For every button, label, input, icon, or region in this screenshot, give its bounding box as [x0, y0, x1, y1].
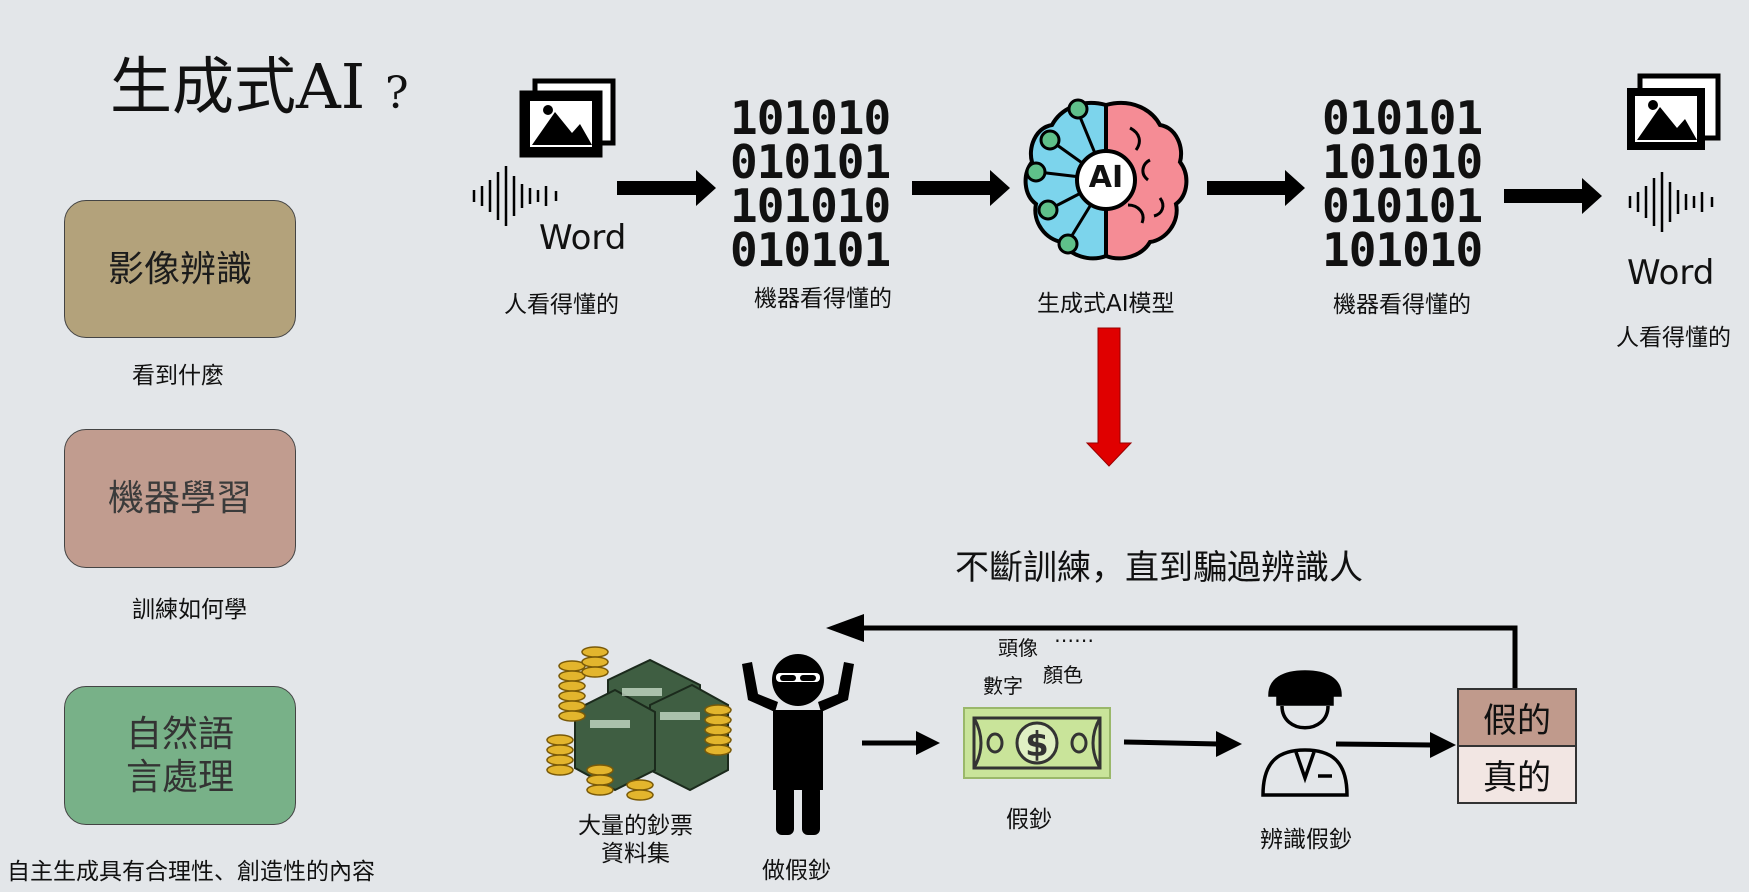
forger-label: 做假鈔 — [762, 858, 831, 884]
feature-color-label: 顏色 — [1043, 663, 1083, 687]
ai-badge-text: AI — [1088, 160, 1124, 195]
input-image-icon — [519, 78, 616, 158]
binary-input-label: 機器看得懂的 — [754, 286, 892, 312]
verdict-fake: 假的 — [1459, 690, 1575, 747]
nlp-box: 自然語言處理 — [64, 686, 296, 825]
input-word-label: Word — [539, 218, 627, 258]
dataset-label: 大量的鈔票 資料集 — [578, 813, 693, 867]
money-dataset-icon — [546, 646, 732, 801]
feature-portrait-label: 頭像 — [998, 636, 1038, 660]
arrow-model-to-binary — [1207, 170, 1305, 206]
feedback-loop-arrow — [842, 625, 1518, 690]
svg-text:$: $ — [1025, 725, 1049, 765]
output-human-readable-label: 人看得懂的 — [1616, 325, 1731, 351]
page-title: 生成式AI ? — [110, 36, 409, 126]
image-recognition-note: 看到什麼 — [132, 363, 224, 389]
checker-officer-icon — [1261, 670, 1349, 797]
feedback-arrowhead — [826, 614, 864, 642]
arrow-checker-to-verdict — [1335, 741, 1433, 748]
arrowhead-bill-to-checker — [1216, 731, 1242, 757]
machine-learning-box: 機器學習 — [64, 429, 296, 568]
binary-output-block: 010101 101010 010101 101010 — [1322, 91, 1483, 277]
output-sound-wave-icon — [1628, 172, 1714, 232]
output-image-icon — [1627, 73, 1721, 150]
arrow-input-to-binary — [617, 170, 716, 206]
verdict-box: 假的 真的 — [1457, 688, 1577, 804]
forger-figure-icon — [742, 654, 854, 835]
binary-output-label: 機器看得懂的 — [1333, 292, 1471, 318]
title-text: 生成式AI — [110, 50, 366, 123]
output-word-label: Word — [1627, 253, 1715, 293]
input-sound-wave-icon — [472, 166, 558, 226]
feature-ellipsis-label: ⋯⋯ — [1054, 628, 1094, 652]
ai-model-label: 生成式AI模型 — [1037, 291, 1175, 317]
verdict-real: 真的 — [1459, 747, 1575, 802]
feature-digits-label: 數字 — [983, 674, 1023, 698]
training-heading: 不斷訓練，直到騙過辨識人 — [955, 548, 1363, 588]
title-question-mark: ? — [385, 68, 409, 119]
arrow-bill-to-checker — [1123, 739, 1219, 747]
ai-brain-icon — [1023, 98, 1189, 261]
arrow-binary-to-output — [1504, 178, 1602, 214]
arrowhead-forger-to-bill — [916, 731, 940, 755]
arrow-binary-to-model — [912, 170, 1010, 206]
fake-bill-icon: $ — [963, 707, 1111, 779]
nlp-note: 自主生成具有合理性、創造性的內容 — [7, 859, 375, 885]
input-human-readable-label: 人看得懂的 — [504, 292, 619, 318]
machine-learning-label: 機器學習 — [107, 478, 252, 519]
image-recognition-box: 影像辨識 — [64, 200, 296, 338]
binary-input-block: 101010 010101 101010 010101 — [730, 91, 891, 277]
pipeline-arrows — [617, 170, 1602, 214]
machine-learning-note: 訓練如何學 — [132, 597, 247, 623]
checker-label: 辨識假鈔 — [1260, 827, 1352, 853]
nlp-label: 自然語言處理 — [125, 713, 234, 798]
image-recognition-label: 影像辨識 — [107, 248, 252, 290]
arrowhead-checker-to-verdict — [1430, 732, 1456, 758]
red-down-arrow — [1085, 327, 1133, 467]
fake-bill-label: 假鈔 — [1006, 807, 1052, 833]
